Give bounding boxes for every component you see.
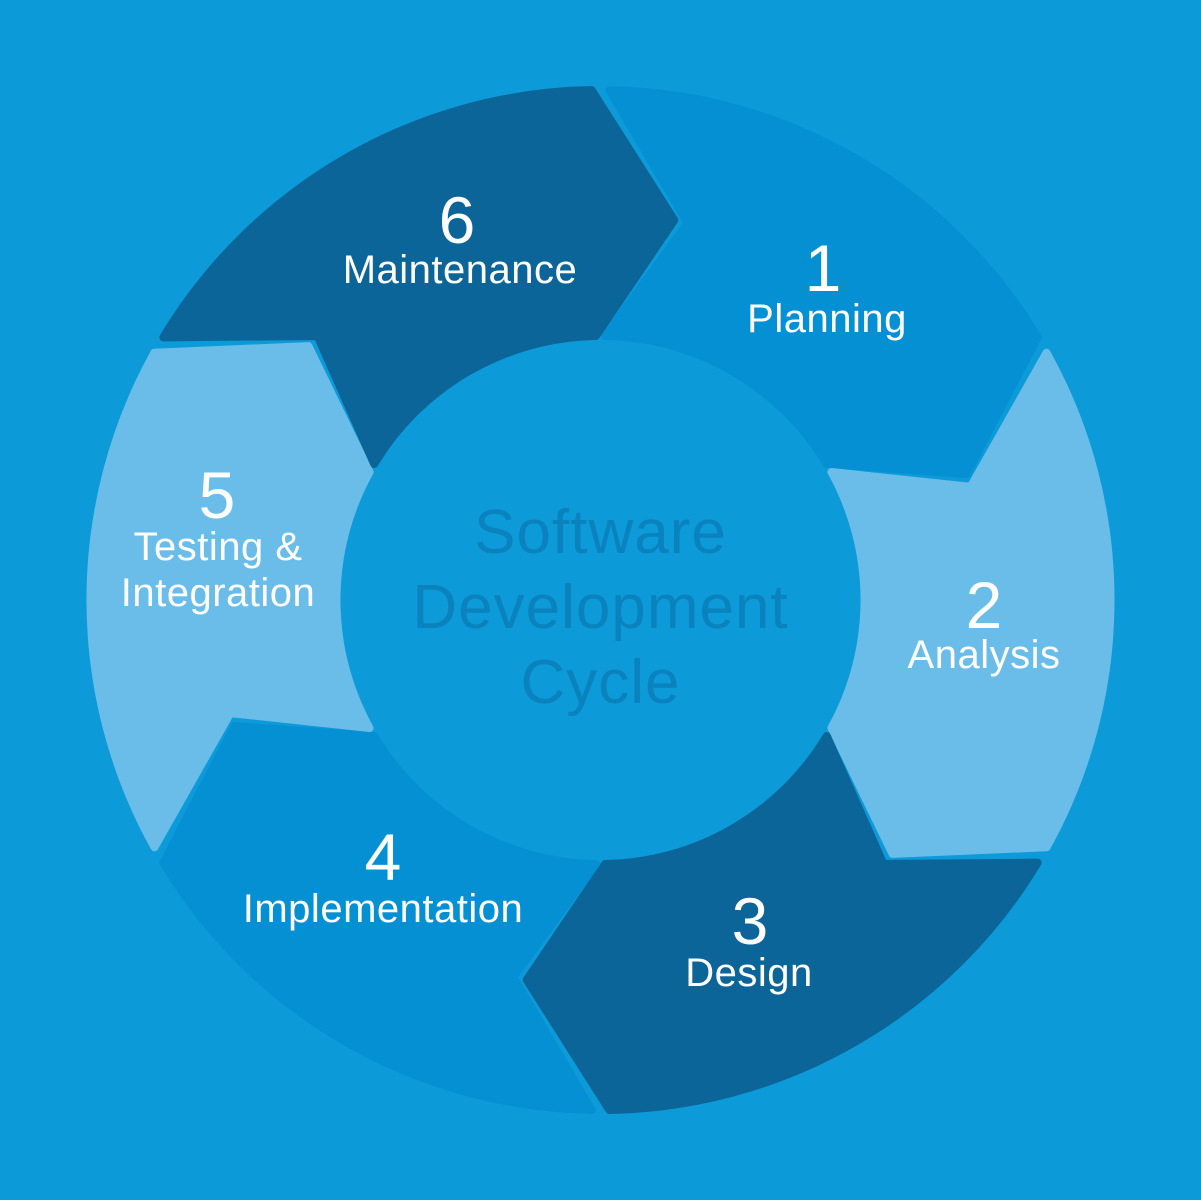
segment-implementation-label: Implementation bbox=[243, 887, 523, 931]
segment-testing-label-line-2: Integration bbox=[121, 571, 316, 615]
segment-maintenance-label: Maintenance bbox=[343, 248, 578, 292]
center-title-line-3: Cycle bbox=[520, 648, 680, 717]
segment-testing-caption: 5 Testing & Integration bbox=[121, 458, 316, 615]
segment-testing-label-line-1: Testing & bbox=[133, 525, 302, 569]
segment-planning-label: Planning bbox=[747, 297, 907, 341]
segment-implementation-number: 4 bbox=[365, 820, 402, 894]
segment-design-number: 3 bbox=[732, 884, 769, 958]
segment-analysis-caption: 2 Analysis bbox=[908, 568, 1061, 677]
segment-design-caption: 3 Design bbox=[685, 884, 813, 995]
segment-maintenance-caption: 6 Maintenance bbox=[343, 183, 578, 292]
segment-planning-number: 1 bbox=[805, 231, 842, 305]
segment-maintenance-number: 6 bbox=[439, 183, 476, 257]
segment-testing-number: 5 bbox=[199, 458, 236, 532]
center-title: Software Development Cycle bbox=[412, 498, 788, 717]
segment-design-label: Design bbox=[685, 951, 813, 995]
segment-implementation-caption: 4 Implementation bbox=[243, 820, 523, 931]
segment-analysis-label: Analysis bbox=[908, 633, 1061, 677]
center-title-line-1: Software bbox=[474, 498, 727, 567]
segment-planning-caption: 1 Planning bbox=[747, 231, 907, 341]
center-title-line-2: Development bbox=[412, 573, 788, 642]
segment-analysis-number: 2 bbox=[966, 568, 1003, 642]
